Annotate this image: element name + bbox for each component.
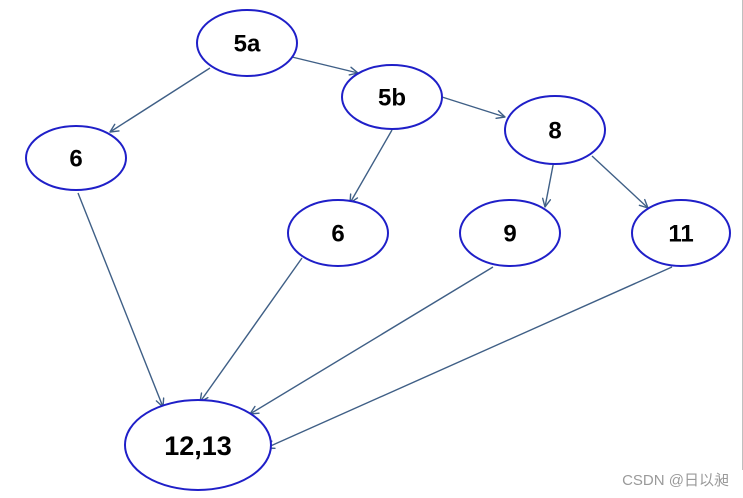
edge-line xyxy=(249,266,494,415)
node-n1213: 12,13 xyxy=(124,399,272,491)
node-n9: 9 xyxy=(459,199,561,267)
node-ellipse xyxy=(124,399,272,491)
edges-layer xyxy=(77,56,673,449)
node-n6mid: 6 xyxy=(287,199,389,267)
node-label: 6 xyxy=(69,146,82,173)
edge-line xyxy=(199,257,303,403)
watermark: CSDN @日以昶 xyxy=(622,472,729,489)
node-ellipse xyxy=(504,95,606,165)
arrowhead-icon xyxy=(541,197,552,208)
node-ellipse xyxy=(341,64,443,130)
edge-n5b-to-n8 xyxy=(441,96,506,119)
node-ellipse xyxy=(459,199,561,267)
node-ellipse xyxy=(196,9,298,77)
node-n11: 11 xyxy=(631,199,731,267)
edge-n6left-to-n1213 xyxy=(77,192,165,408)
edge-n8-to-n11 xyxy=(591,155,649,209)
node-label: 12,13 xyxy=(164,431,232,461)
nodes-layer: 5a 5b 6 8 6 9 11 12,13 xyxy=(25,9,731,491)
edge-n9-to-n1213 xyxy=(249,266,494,415)
edge-n11-to-n1213 xyxy=(265,266,673,449)
edge-line xyxy=(591,155,649,209)
node-ellipse xyxy=(631,199,731,267)
edge-line xyxy=(349,129,393,204)
arrowhead-icon xyxy=(495,110,506,119)
edge-line xyxy=(441,96,506,118)
edge-n6mid-to-n1213 xyxy=(199,257,303,403)
arrowhead-icon xyxy=(109,123,120,133)
node-label: 5b xyxy=(378,85,406,112)
node-ellipse xyxy=(25,125,127,191)
node-ellipse xyxy=(287,199,389,267)
node-n5b: 5b xyxy=(341,64,443,130)
node-n5a: 5a xyxy=(196,9,298,77)
edge-line xyxy=(77,192,164,408)
arrowhead-icon xyxy=(249,405,260,415)
node-label: 8 xyxy=(548,118,561,145)
edge-line xyxy=(265,266,673,449)
edge-n5b-to-n6mid xyxy=(349,129,393,204)
node-n6left: 6 xyxy=(25,125,127,191)
node-label: 9 xyxy=(503,221,516,248)
edge-line xyxy=(109,67,211,133)
edge-line xyxy=(291,56,359,74)
edge-n5a-to-n5b xyxy=(291,56,359,76)
node-label: 11 xyxy=(668,221,693,248)
node-n8: 8 xyxy=(504,95,606,165)
edge-n5a-to-n6left xyxy=(109,67,211,133)
node-label: 5a xyxy=(234,31,261,58)
node-label: 6 xyxy=(331,221,344,248)
